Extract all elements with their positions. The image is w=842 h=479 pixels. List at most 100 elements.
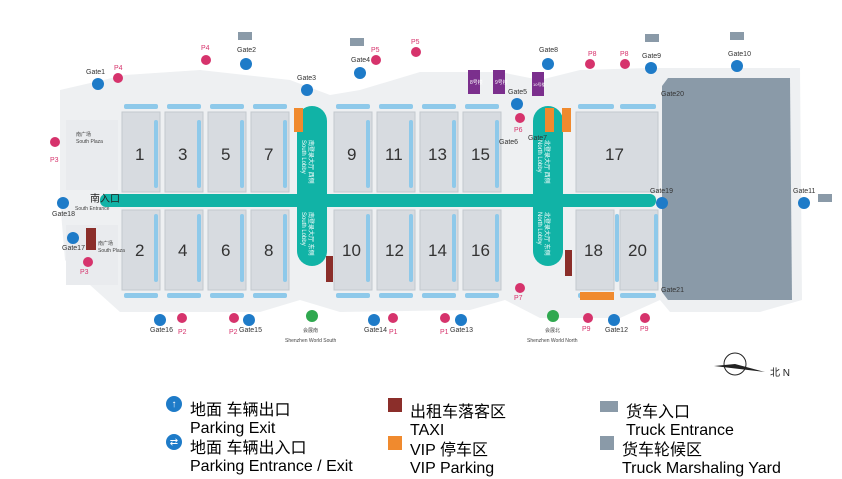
p9b-icon[interactable] bbox=[640, 313, 650, 323]
p8b-icon[interactable] bbox=[620, 59, 630, 69]
hall-5[interactable] bbox=[207, 111, 247, 193]
gate19-icon[interactable] bbox=[656, 197, 668, 209]
gate16-icon[interactable] bbox=[154, 314, 166, 326]
gate5-icon[interactable] bbox=[511, 98, 523, 110]
central-corridor bbox=[100, 194, 656, 207]
p1-label-b: P1 bbox=[440, 329, 449, 336]
hall-20[interactable] bbox=[619, 209, 659, 291]
hall-12[interactable] bbox=[376, 209, 416, 291]
hall-10[interactable] bbox=[333, 209, 373, 291]
hall-14-label: 14 bbox=[428, 241, 447, 260]
hall-2[interactable] bbox=[121, 209, 161, 291]
metro-south-icon[interactable] bbox=[306, 310, 318, 322]
p3-label-b: P3 bbox=[80, 269, 89, 276]
gate5-label: Gate5 bbox=[508, 89, 527, 96]
gate18-icon[interactable] bbox=[57, 197, 69, 209]
p6-icon[interactable] bbox=[515, 113, 525, 123]
p8-label-b: P8 bbox=[620, 51, 629, 58]
p3-icon[interactable] bbox=[50, 137, 60, 147]
p3-label-a: P3 bbox=[50, 157, 59, 164]
up-arrow-circle-icon: ↑ bbox=[166, 396, 182, 412]
truck-marshaling-yard bbox=[662, 78, 792, 300]
hall-15[interactable] bbox=[462, 111, 502, 193]
legend-entrance-exit-en: Parking Entrance / Exit bbox=[190, 458, 353, 475]
p5-icon[interactable] bbox=[371, 55, 381, 65]
hall-4[interactable] bbox=[164, 209, 204, 291]
hall-13-label: 13 bbox=[428, 145, 447, 164]
hall-2-label: 2 bbox=[135, 241, 144, 260]
p3b-icon[interactable] bbox=[83, 257, 93, 267]
small-hall-9-label: 9号楼 bbox=[495, 79, 508, 86]
hall-18[interactable] bbox=[575, 209, 615, 291]
gate8-icon[interactable] bbox=[542, 58, 554, 70]
north-arrow-icon bbox=[714, 352, 765, 376]
south-lobby-east-en: South Lobby bbox=[300, 212, 306, 246]
hall-3[interactable] bbox=[164, 111, 204, 193]
gate4-label: Gate4 bbox=[351, 57, 370, 64]
hall-8[interactable] bbox=[250, 209, 290, 291]
small-hall-9[interactable] bbox=[493, 70, 505, 94]
legend-truck-cn: 货车入口 bbox=[626, 404, 691, 421]
south-entrance-cn: 南入口 bbox=[90, 192, 120, 205]
gate3-icon[interactable] bbox=[301, 84, 313, 96]
hall-13[interactable] bbox=[419, 111, 459, 193]
taxi-south-lobby bbox=[326, 256, 333, 282]
north-lobby-east-en: North Lobby bbox=[536, 212, 542, 245]
small-hall-10[interactable] bbox=[532, 72, 544, 96]
hall-7[interactable] bbox=[250, 111, 290, 193]
p2b-icon[interactable] bbox=[229, 313, 239, 323]
gate17-label: Gate17 bbox=[62, 245, 85, 252]
p1-icon[interactable] bbox=[388, 313, 398, 323]
gate11-label: Gate11 bbox=[793, 188, 816, 195]
p9-label-a: P9 bbox=[582, 326, 591, 333]
gate7-label: Gate7 bbox=[528, 135, 547, 142]
truck-icon-gate9 bbox=[645, 34, 659, 42]
gate12-icon[interactable] bbox=[608, 314, 620, 326]
legend-parking-exit-en: Parking Exit bbox=[190, 420, 276, 437]
hall-17[interactable] bbox=[575, 111, 659, 193]
gate4-icon[interactable] bbox=[354, 67, 366, 79]
p4-icon[interactable] bbox=[113, 73, 123, 83]
parking-markers: P4 P4 P5 P5 P6 P7 P8 P8 P9 P9 P3 P3 P2 P… bbox=[50, 39, 650, 336]
gate17-icon[interactable] bbox=[67, 232, 79, 244]
p8-icon[interactable] bbox=[585, 59, 595, 69]
gate9-label: Gate9 bbox=[642, 53, 661, 60]
p4b-icon[interactable] bbox=[201, 55, 211, 65]
p2-icon[interactable] bbox=[177, 313, 187, 323]
gate15-icon[interactable] bbox=[243, 314, 255, 326]
gate9-icon[interactable] bbox=[645, 62, 657, 74]
hall-4-label: 4 bbox=[178, 241, 187, 260]
south-lobby-west-label: 南登录大厅 西侧 bbox=[307, 140, 315, 184]
p5-label-a: P5 bbox=[371, 47, 380, 54]
gate13-icon[interactable] bbox=[455, 314, 467, 326]
small-hall-10-label: 10号楼 bbox=[533, 81, 545, 87]
p7-icon[interactable] bbox=[515, 283, 525, 293]
hall-1[interactable] bbox=[121, 111, 161, 193]
hall-16[interactable] bbox=[462, 209, 502, 291]
gate12-label: Gate12 bbox=[605, 327, 628, 334]
p5b-icon[interactable] bbox=[411, 47, 421, 57]
p4-label-b: P4 bbox=[201, 45, 210, 52]
p2-label-b: P2 bbox=[229, 329, 238, 336]
hall-14[interactable] bbox=[419, 209, 459, 291]
gate14-icon[interactable] bbox=[368, 314, 380, 326]
p9-icon[interactable] bbox=[583, 313, 593, 323]
metro-north-icon[interactable] bbox=[547, 310, 559, 322]
hall-6[interactable] bbox=[207, 209, 247, 291]
truck-icon-gate4 bbox=[350, 38, 364, 46]
legend-taxi-cn: 出租车落客区 bbox=[410, 404, 507, 421]
hall-9[interactable] bbox=[333, 111, 373, 193]
hall-12-label: 12 bbox=[385, 241, 404, 260]
p1b-icon[interactable] bbox=[440, 313, 450, 323]
gate16-label: Gate16 bbox=[150, 327, 173, 334]
hall-11[interactable] bbox=[376, 111, 416, 193]
gate2-icon[interactable] bbox=[240, 58, 252, 70]
gate11-icon[interactable] bbox=[798, 197, 810, 209]
small-hall-8[interactable] bbox=[468, 70, 480, 94]
gate1-icon[interactable] bbox=[92, 78, 104, 90]
metro-north-en: Shenzhen World North bbox=[527, 338, 578, 344]
hall-5-label: 5 bbox=[221, 145, 230, 164]
gate10-icon[interactable] bbox=[731, 60, 743, 72]
gate10-label: Gate10 bbox=[728, 51, 751, 58]
